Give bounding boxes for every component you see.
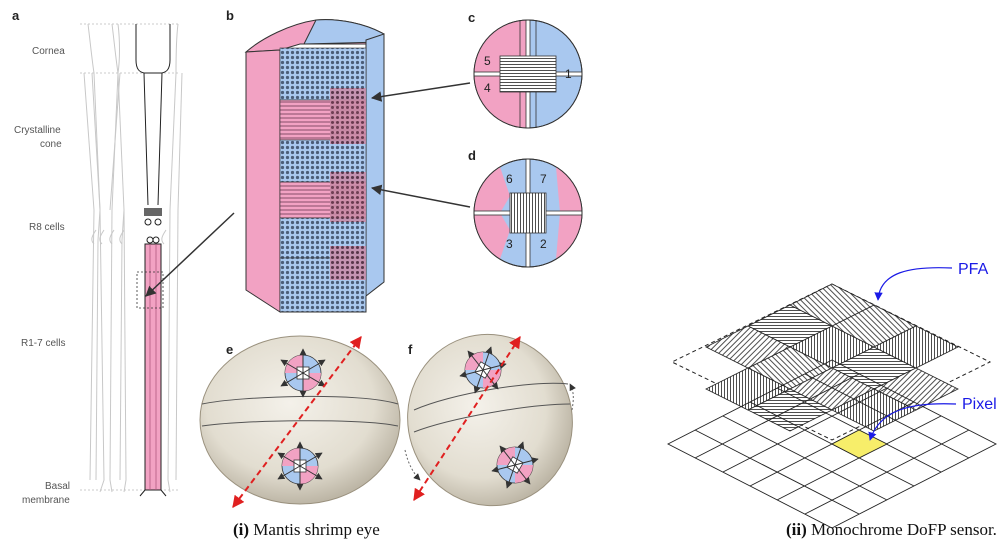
panel-a-label: a: [12, 8, 20, 23]
c-num-5: 5: [484, 54, 491, 68]
layer-cornea: Cornea: [32, 46, 65, 57]
d-num-6: 6: [506, 172, 513, 186]
pixel-callout-arrow: [868, 403, 957, 441]
zoom-box: [136, 271, 164, 309]
panel-f-label: f: [408, 342, 413, 357]
panel-c-cross-section: c 5 4 1: [370, 10, 583, 129]
panel-e-label: e: [226, 342, 233, 357]
layer-basal-2: membrane: [22, 495, 70, 506]
caption-right-tag: (ii): [786, 520, 807, 539]
d-num-3: 3: [506, 237, 513, 251]
caption-right: (ii) Monochrome DoFP sensor.: [786, 520, 997, 540]
zoom-arrow: [145, 212, 235, 297]
pixel-label: Pixel: [962, 396, 997, 413]
caption-left-text: Mantis shrimp eye: [253, 520, 380, 539]
f-rotation-right: [569, 383, 576, 411]
caption-left: (i) Mantis shrimp eye: [233, 520, 380, 540]
panel-f-eye: f: [404, 333, 576, 507]
c-num-1: 1: [565, 67, 572, 81]
layer-basal-1: Basal: [45, 481, 70, 492]
panel-c-label: c: [468, 10, 475, 25]
pfa-label: PFA: [958, 261, 989, 278]
panel-d-label: d: [468, 148, 476, 163]
d-num-7: 7: [540, 172, 547, 186]
d-num-2: 2: [540, 237, 547, 251]
caption-right-text: Monochrome DoFP sensor.: [811, 520, 997, 539]
highlighted-pixel: [831, 429, 889, 459]
panel-b-rhabdom: b: [226, 8, 385, 313]
layer-crystalline-2: cone: [40, 139, 62, 150]
e-axis-arrow: [232, 336, 362, 508]
c-num-4: 4: [484, 81, 491, 95]
panel-a-ommatidia: a Cornea: [12, 8, 235, 506]
layer-crystalline-1: Crystalline: [14, 125, 61, 136]
pfa-callout-arrow: [874, 267, 953, 301]
rhabdom: [144, 243, 162, 491]
layer-r17: R1-7 cells: [21, 338, 65, 349]
f-axis-arrow: [413, 335, 521, 502]
pfa-array: [705, 283, 959, 432]
pfa-plane: [670, 283, 992, 441]
layer-r8: R8 cells: [29, 222, 65, 233]
panel-e-eye: e: [199, 335, 401, 508]
dofp-sensor: PFA Pixel: [667, 261, 997, 529]
panel-b-label: b: [226, 8, 234, 23]
panel-d-cross-section: d 6 7 3 2: [370, 148, 583, 268]
caption-left-tag: (i): [233, 520, 250, 539]
